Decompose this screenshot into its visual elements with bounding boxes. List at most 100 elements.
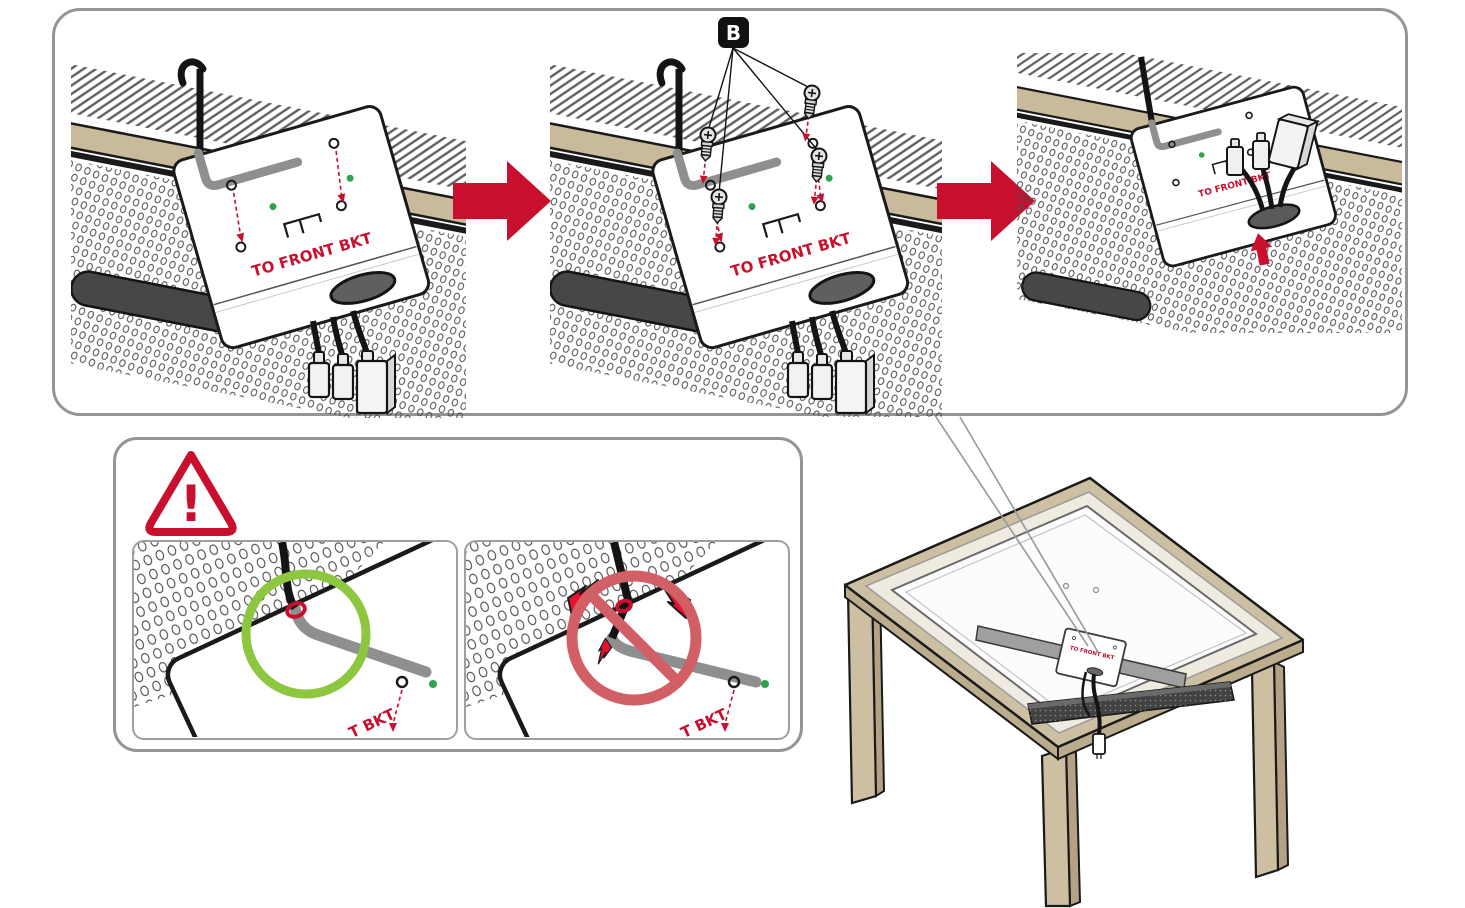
screw-hole — [235, 241, 247, 253]
indicator-dot — [1198, 152, 1205, 158]
bracket-plate — [165, 542, 455, 737]
screw-hole — [395, 675, 409, 689]
guide-arrowhead — [715, 232, 724, 243]
cables-to-connectors — [786, 310, 875, 415]
table-leg — [846, 583, 886, 805]
cable — [1081, 671, 1091, 717]
step-2-scene: TO FRONT BKT — [550, 58, 942, 417]
badge-leader-line — [707, 47, 734, 132]
cables-through-opening — [1226, 113, 1321, 266]
step-1-illustration: TO FRONT BKT — [71, 58, 466, 418]
badge-label: B — [726, 21, 741, 45]
power-adapter — [1267, 113, 1321, 171]
guide-arrowhead — [389, 723, 397, 732]
guide-arrowhead — [337, 193, 346, 203]
cable — [809, 316, 824, 356]
incorrect-cable-bend-panel: T BKT — [464, 540, 790, 740]
guide-dashed-line — [724, 689, 735, 725]
cable-grommet — [615, 598, 633, 614]
step-2-illustration: TO FRONT BKT — [550, 17, 942, 417]
guide-dashed-line — [392, 689, 403, 725]
indicator-dot — [748, 203, 756, 211]
indicator-dot — [825, 174, 833, 182]
connector-plug — [1252, 132, 1270, 170]
guide-dashed-line — [232, 192, 242, 235]
cable — [1091, 673, 1102, 735]
cable — [829, 310, 849, 354]
power-adapter — [355, 350, 396, 415]
arrow-right-icon — [453, 161, 551, 241]
arrow-up-icon — [1250, 233, 1273, 266]
cable-grommet — [285, 601, 307, 619]
indicator-dot — [429, 680, 437, 688]
screw-hole — [1168, 140, 1176, 149]
cable-hook-icon — [656, 58, 686, 87]
bracket-glyph — [761, 212, 802, 238]
guide-arrowhead — [816, 193, 825, 203]
plate-fold-line — [692, 245, 896, 306]
table-leg — [1040, 746, 1082, 908]
plate-fold-line — [1156, 179, 1325, 226]
connector-plug — [1092, 733, 1106, 759]
guide-arrowhead — [236, 232, 245, 243]
incorrect-bend-illustration: T BKT — [466, 542, 787, 737]
cable — [330, 316, 345, 356]
bracket-plate: TO FRONT BKT — [651, 105, 910, 350]
prohibition-icon — [566, 570, 702, 706]
vent-slot — [1021, 271, 1152, 322]
cable-opening — [808, 270, 876, 305]
screw-hole — [814, 200, 826, 212]
warning-exclamation: ! — [180, 475, 203, 533]
screw-hole — [1112, 645, 1117, 650]
correct-bend-illustration: T BKT — [134, 542, 455, 737]
assembly-steps-panel: TO FRONT BKT — [52, 8, 1408, 418]
cable — [1277, 165, 1298, 208]
cable-channel — [289, 602, 432, 678]
screw-hole — [225, 179, 237, 191]
plate-fold-line — [215, 253, 419, 313]
bracket-glyph — [282, 212, 323, 238]
ok-circle-icon — [241, 569, 371, 699]
cable — [1260, 168, 1275, 210]
soundbar — [1027, 681, 1235, 725]
screw-hole — [727, 675, 741, 689]
correct-cable-bend-panel: T BKT — [132, 540, 458, 740]
badge-leader-line — [732, 47, 813, 90]
connector-plug — [810, 353, 834, 401]
tv-on-table-illustration: TO FRONT BKT — [843, 476, 1305, 908]
connector-plug — [331, 353, 355, 401]
step-3-illustration: TO FRONT BKT — [1017, 53, 1402, 333]
screw-hole — [714, 241, 726, 253]
cable-opening — [329, 270, 397, 305]
cable-channel — [193, 148, 303, 191]
hanging-cables — [1081, 671, 1106, 759]
indicator-dot — [346, 174, 354, 182]
cable-channel — [1148, 119, 1222, 151]
caution-panel: ! T BK — [113, 437, 803, 752]
connector-plug — [1226, 138, 1244, 176]
bracket-plate: TO FRONT BKT — [172, 105, 431, 350]
power-adapter — [834, 350, 875, 415]
bracket-plate — [497, 542, 787, 737]
cable-hook-icon — [177, 58, 207, 87]
screw-hole — [1172, 178, 1180, 187]
cable — [350, 310, 370, 354]
table-leg — [1250, 660, 1290, 879]
cable-channel — [672, 148, 782, 191]
cable — [789, 320, 801, 354]
indicator-dot — [761, 680, 769, 688]
cable — [310, 320, 322, 354]
indicator-dot — [269, 203, 277, 211]
screw-hole — [1245, 111, 1253, 120]
screw-hole — [807, 137, 819, 149]
cable-from-top — [1138, 56, 1155, 124]
screw-hole — [335, 200, 347, 212]
connector-plug — [307, 351, 331, 399]
cables-to-connectors — [307, 310, 396, 415]
badge-leader-line — [718, 47, 734, 194]
plate-fold-line — [213, 245, 417, 306]
arrow-right-icon — [937, 161, 1035, 241]
plate-fold-line — [1157, 185, 1327, 232]
warning-triangle-icon: ! — [145, 451, 237, 536]
